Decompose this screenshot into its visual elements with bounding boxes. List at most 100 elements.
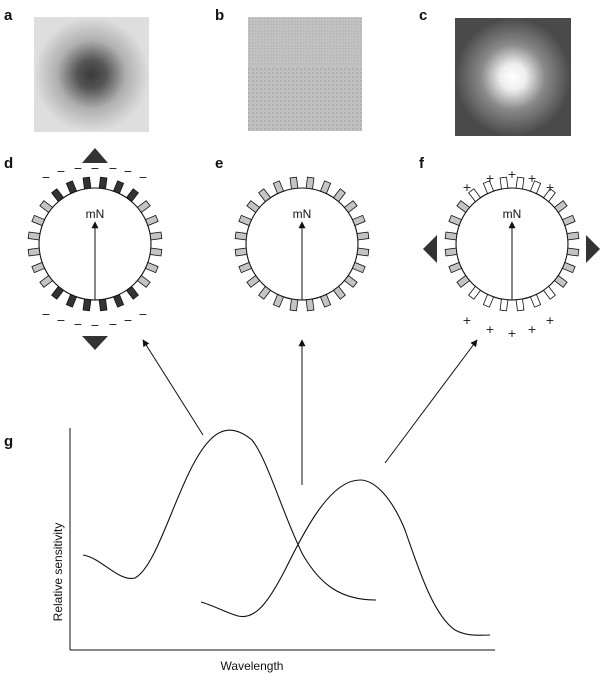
microvillus xyxy=(448,261,463,274)
microvillus xyxy=(272,180,285,195)
microvillus xyxy=(343,200,358,214)
microvillus xyxy=(561,214,576,227)
microvillus xyxy=(27,231,41,241)
plus-sign: + xyxy=(462,314,471,327)
microvillus xyxy=(553,274,568,288)
panel-letter-d: d xyxy=(4,155,13,172)
microvillus xyxy=(98,176,108,190)
microvillus xyxy=(125,285,139,300)
microvillus xyxy=(82,298,92,312)
microvillus xyxy=(529,180,542,195)
microvillus xyxy=(566,247,580,257)
triangle-left-icon xyxy=(423,235,437,263)
x-axis-label: Wavelength xyxy=(221,659,284,673)
microvillus xyxy=(553,200,568,214)
microvillus xyxy=(529,293,542,308)
panel-letter-b: b xyxy=(215,7,224,24)
microvillus xyxy=(289,298,299,312)
microvilli-ring-e: mN xyxy=(234,176,370,312)
microvillus xyxy=(456,274,471,288)
triangle-down-icon xyxy=(82,336,108,350)
microvillus xyxy=(238,261,253,274)
microvillus xyxy=(289,176,299,190)
plus-sign: + xyxy=(545,314,554,327)
microvillus xyxy=(39,200,54,214)
microvillus xyxy=(238,214,253,227)
plus-sign: + xyxy=(507,168,516,181)
minus-sign: − xyxy=(41,308,50,321)
plus-signs: ++++++++++ xyxy=(462,168,554,340)
arrow-to-d xyxy=(142,339,204,436)
microvillus xyxy=(499,298,509,312)
mn-label: mN xyxy=(86,207,105,221)
minus-signs: −−−−−−−−−−−−−− xyxy=(41,162,147,332)
microvillus xyxy=(542,188,556,203)
microvillus xyxy=(65,293,78,308)
microvillus xyxy=(515,298,525,312)
sensitivity-chart: Relative sensitivity Wavelength xyxy=(51,428,495,673)
microvillus xyxy=(456,200,471,214)
microvillus xyxy=(39,274,54,288)
plus-sign: + xyxy=(507,327,516,340)
minus-sign: − xyxy=(90,319,99,332)
microvillus xyxy=(561,261,576,274)
panel-letter-c: c xyxy=(419,7,427,24)
minus-sign: − xyxy=(56,314,65,327)
microvillus xyxy=(234,247,248,257)
microvillus xyxy=(65,180,78,195)
plus-sign: + xyxy=(545,181,554,194)
microvillus xyxy=(82,176,92,190)
microvillus xyxy=(515,176,525,190)
microvillus xyxy=(234,231,248,241)
microvillus xyxy=(98,298,108,312)
microvillus xyxy=(31,261,46,274)
microvillus xyxy=(444,231,458,241)
microvillus xyxy=(125,188,139,203)
mn-label: mN xyxy=(293,207,312,221)
minus-sign: − xyxy=(123,165,132,178)
microvillus xyxy=(136,274,151,288)
microvillus xyxy=(258,285,272,300)
microvillus xyxy=(444,247,458,257)
arrow-to-f xyxy=(384,339,478,464)
microvillus xyxy=(112,293,125,308)
y-axis-label: Relative sensitivity xyxy=(51,523,65,622)
microvillus xyxy=(356,247,370,257)
stimulus-image-dark-spot xyxy=(34,17,149,132)
microvillus xyxy=(468,285,482,300)
microvillus xyxy=(246,274,261,288)
plus-sign: + xyxy=(527,172,536,185)
microvillus xyxy=(149,247,163,257)
microvillus xyxy=(27,247,41,257)
sensitivity-curve-1 xyxy=(82,429,377,601)
microvilli-ring-f: mN xyxy=(444,176,580,312)
microvillus xyxy=(499,176,509,190)
minus-sign: − xyxy=(138,308,147,321)
minus-sign: − xyxy=(56,165,65,178)
microvillus xyxy=(258,188,272,203)
microvillus xyxy=(566,231,580,241)
mn-label: mN xyxy=(503,207,522,221)
minus-sign: − xyxy=(90,162,99,175)
minus-sign: − xyxy=(73,162,82,175)
minus-sign: − xyxy=(123,314,132,327)
microvillus xyxy=(482,293,495,308)
microvillus xyxy=(332,285,346,300)
minus-sign: − xyxy=(108,318,117,331)
minus-sign: − xyxy=(41,171,50,184)
microvillus xyxy=(31,214,46,227)
sensitivity-curve-2 xyxy=(200,479,491,636)
microvillus xyxy=(351,214,366,227)
minus-sign: − xyxy=(73,318,82,331)
plus-sign: + xyxy=(527,323,536,336)
microvillus xyxy=(305,176,315,190)
microvillus xyxy=(144,261,159,274)
microvillus xyxy=(351,261,366,274)
microvillus xyxy=(136,200,151,214)
stimulus-image-uniform-gray xyxy=(248,17,362,131)
panel-letter-a: a xyxy=(4,7,13,24)
microvillus xyxy=(51,188,65,203)
microvillus xyxy=(246,200,261,214)
plus-sign: + xyxy=(485,323,494,336)
